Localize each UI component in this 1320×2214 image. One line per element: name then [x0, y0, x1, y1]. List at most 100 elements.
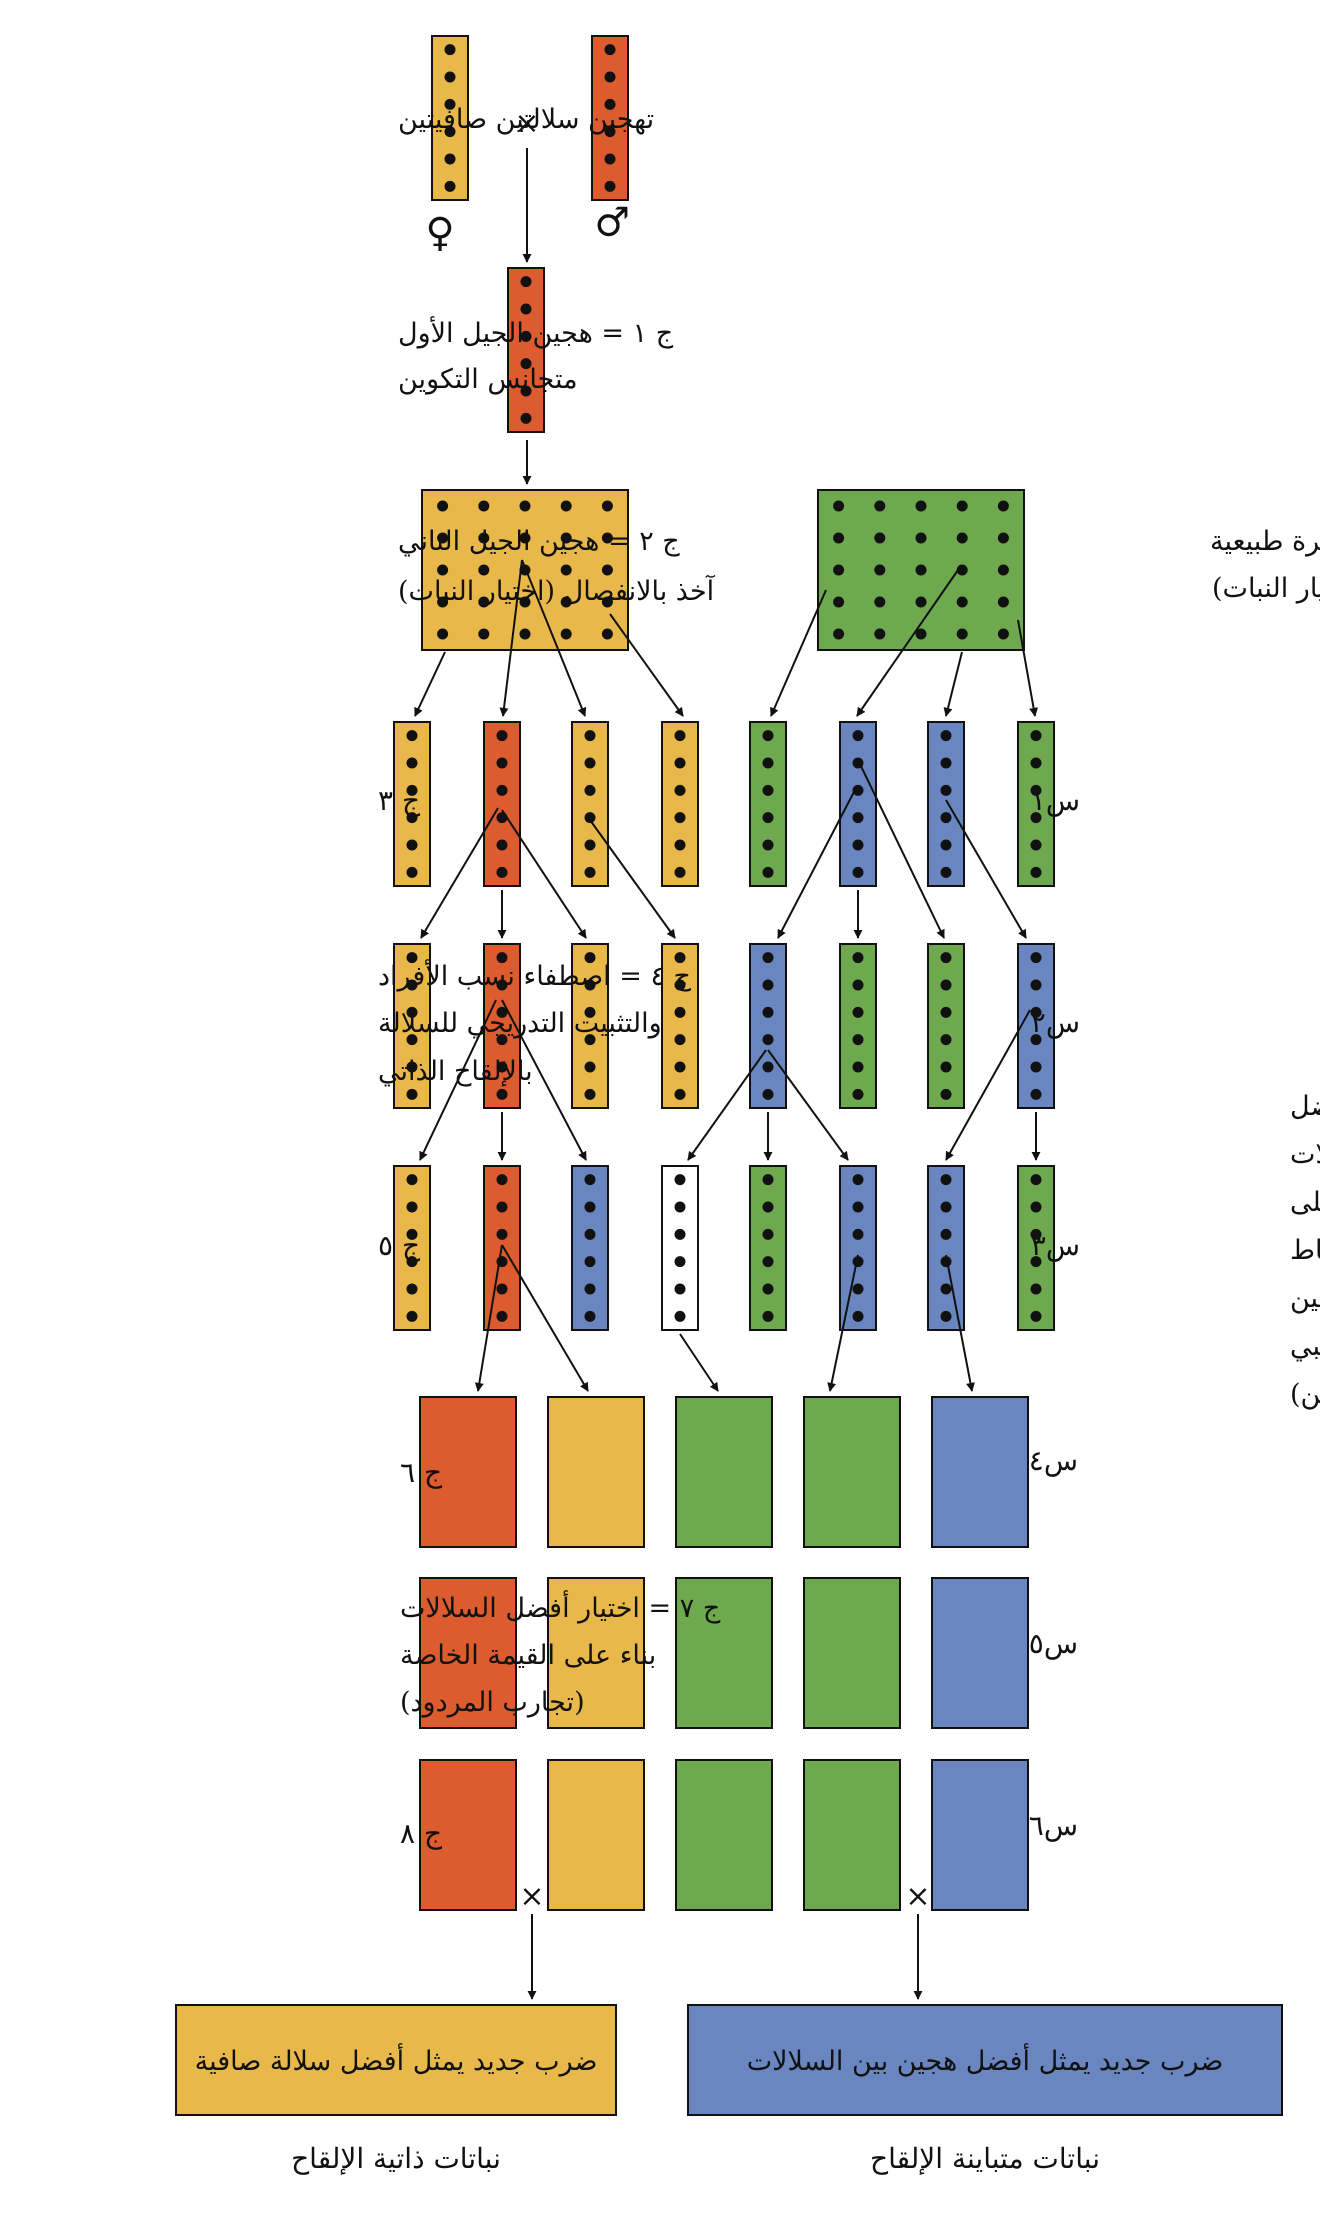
strip-body [839, 943, 877, 1109]
strip-dot [437, 532, 449, 544]
strip-dot [496, 952, 508, 964]
final-box-pure-line-text: ضرب جديد يمثل أفضل سلالة صافية [195, 2043, 598, 2077]
strip-body [431, 35, 469, 201]
strip-dot [478, 628, 490, 640]
strip-dot [674, 730, 686, 742]
strip-body [507, 267, 545, 433]
strip-dot [762, 839, 774, 851]
strip-dot [1030, 1088, 1042, 1100]
row8-block-blue [931, 1759, 1029, 1911]
strip-dot [406, 730, 418, 742]
strip-dot [560, 564, 572, 576]
row7-block-red [419, 1577, 517, 1729]
strip-dot [997, 532, 1009, 544]
strip-dot [1030, 1201, 1042, 1213]
row6-block-blue [931, 1396, 1029, 1548]
row6-block-green-2 [803, 1396, 901, 1548]
caption-cross-pollinated: نباتات متباينة الإلقاح [870, 2142, 1100, 2175]
arrow-r3-to-r4-5 [777, 787, 857, 939]
strip-dot [852, 730, 864, 742]
strip-dot [956, 628, 968, 640]
strip-body [393, 721, 431, 887]
strip-body [483, 721, 521, 887]
note-select-1: اختيار أفضل [1290, 1088, 1320, 1122]
strip-body [1017, 721, 1055, 887]
label-f8: ج ٨ [400, 1817, 443, 1850]
strip-dot [1030, 1228, 1042, 1240]
strip-dot [956, 564, 968, 576]
strip-dot [762, 1006, 774, 1018]
strip-dot [496, 1061, 508, 1073]
arrows [414, 148, 1041, 2000]
label-s6: س٦ [1029, 1809, 1078, 1842]
arrow-f2-to-r3-1 [414, 651, 446, 717]
strip-body [393, 943, 431, 1109]
strip-dot [940, 839, 952, 851]
row3-strip-5 [749, 721, 787, 887]
strip-dot [584, 1034, 596, 1046]
arrow-nat-to-r3-5 [770, 589, 827, 717]
strip-dot [915, 596, 927, 608]
arrow-r4-to-r5-7 [945, 1009, 1031, 1161]
strip-dot [496, 1088, 508, 1100]
strip-dot [940, 784, 952, 796]
label-s4: س٤ [1029, 1444, 1078, 1477]
arrow-r3-to-r4-7 [857, 759, 945, 939]
strip-dot [956, 500, 968, 512]
arrow-f2-to-r3-3 [521, 559, 587, 717]
strip-dot [584, 730, 596, 742]
arrow-r3-to-r4-4 [589, 819, 676, 939]
row5-strip-3 [571, 1165, 609, 1331]
arrow-r5-to-r6-2 [501, 1244, 589, 1392]
row6-block-red [419, 1396, 517, 1548]
strip-dot [519, 628, 531, 640]
strip-dot [444, 44, 456, 56]
row8-block-green-2 [803, 1759, 901, 1911]
strip-dot [874, 628, 886, 640]
strip-dot [496, 979, 508, 991]
strip-dot [762, 952, 774, 964]
strip-dot [520, 303, 532, 315]
strip-dot [584, 839, 596, 851]
male-symbol: ♂ [594, 200, 630, 246]
strip-dot [496, 784, 508, 796]
note-select-5: الهجين [1290, 1283, 1320, 1314]
strip-dot [674, 1174, 686, 1186]
strip-dot [444, 153, 456, 165]
row5-strip-4 [661, 1165, 699, 1331]
strip-dot [833, 532, 845, 544]
strip-dot [520, 276, 532, 288]
strip-body [661, 721, 699, 887]
strip-dot [444, 126, 456, 138]
label-f3: ج ٣ [378, 784, 421, 817]
strip-dot [1030, 1034, 1042, 1046]
natural-population-block [817, 489, 1025, 651]
label-f7-line3: (تجارب المردود) [400, 1687, 585, 1718]
strip-dot [674, 979, 686, 991]
strip-dot [915, 564, 927, 576]
strip-dot [852, 784, 864, 796]
row5-strip-8 [1017, 1165, 1055, 1331]
strip-dot [584, 1006, 596, 1018]
strip-dot [604, 126, 616, 138]
label-f2-line2: آخذ بالانفصال (اختيار النبات) [398, 574, 716, 607]
strip-body [1017, 943, 1055, 1109]
strip-dot [762, 1034, 774, 1046]
strip-body [839, 721, 877, 887]
arrow-nat-to-r3-8 [1017, 619, 1039, 717]
cross-symbol-parents: × [514, 106, 539, 141]
strip-dot [940, 1006, 952, 1018]
label-s3: س٣ [1031, 1229, 1080, 1262]
strip-dot [852, 1088, 864, 1100]
strip-dot [674, 839, 686, 851]
note-select-7: للهجين) [1290, 1379, 1320, 1410]
strip-body [749, 943, 787, 1109]
strip-dot [674, 1034, 686, 1046]
strip-dot [601, 532, 613, 544]
f5-s3-row [393, 1165, 1055, 1331]
strip-dot [762, 812, 774, 824]
strip-dot [584, 1228, 596, 1240]
final-box-hybrid-text: ضرب جديد يمثل أفضل هجين بين السلالات [747, 2043, 1224, 2077]
strip-dot [601, 500, 613, 512]
strip-dot [1030, 979, 1042, 991]
